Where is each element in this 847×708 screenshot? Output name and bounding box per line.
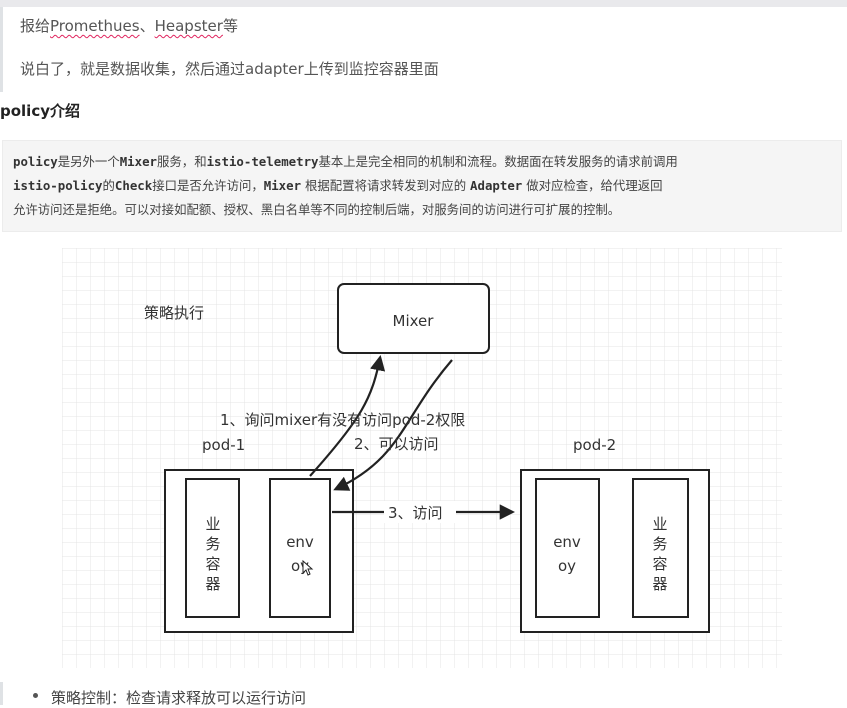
biz-char-3: 容 (652, 555, 667, 573)
bullet-dot (33, 693, 38, 698)
biz-char-1: 业 (205, 515, 220, 533)
envoy-2-line-2: oy (558, 557, 576, 575)
section-heading: policy介绍 (0, 102, 80, 120)
step-3-label-bg (384, 501, 456, 523)
text: 是另外一个 (57, 154, 120, 169)
envoy-2-line-1: env (553, 533, 581, 551)
text: 服务，和 (157, 154, 207, 169)
quote-suffix: 等 (222, 17, 238, 35)
policy-diagram: 策略执行 Mixer pod-1 pod-2 业 务 容 器 env oy en… (62, 248, 782, 668)
quote-line-1: 报给Promethues、Heapster等 (20, 15, 238, 36)
text: 的 (102, 178, 115, 193)
quote-sep: 、 (139, 17, 155, 35)
blockquote-bar (0, 7, 3, 92)
quote-text: 报给 (20, 17, 51, 35)
text: 根据配置将请求转发到对应的 (301, 178, 471, 193)
mixer-label: Mixer (393, 312, 435, 330)
biz-char-2: 务 (205, 535, 220, 553)
code-mixer: Mixer (119, 154, 158, 169)
envoy-1-line-1: env (286, 533, 314, 551)
promethues-word: Promethues (50, 17, 140, 35)
code-mixer: Mixer (263, 178, 302, 193)
biz-char-2: 务 (652, 535, 667, 553)
biz-char-4: 器 (205, 575, 220, 593)
code-policy: policy (13, 154, 58, 169)
pod-2-envoy (535, 478, 600, 618)
arrow-2-allow (333, 359, 453, 491)
pod-1-biz-container (185, 478, 240, 618)
code-istio-telemetry: istio-telemetry (206, 154, 319, 169)
biz-char-3: 容 (205, 555, 220, 573)
pod-2-label: pod-2 (573, 436, 616, 454)
step-1-label: 1、询问mixer有没有访问pod-2权限 (220, 411, 465, 429)
step-2-label: 2、可以访问 (354, 435, 439, 453)
info-line-3: 允许访问还是拒绝。可以对接如配额、授权、黑白名单等不同的控制后端，对服务间的访问… (13, 202, 621, 217)
quote-line-2: 说白了，就是数据收集，然后通过adapter上传到监控容器里面 (20, 60, 439, 78)
top-bar (0, 0, 847, 7)
biz-char-4: 器 (652, 575, 667, 593)
code-adapter: Adapter (470, 178, 523, 193)
biz-char-1: 业 (652, 515, 667, 533)
code-istio-policy: istio-policy (13, 178, 103, 193)
pod-2-biz-container (632, 478, 689, 618)
cursor-icon (302, 559, 314, 576)
text: 接口是否允许访问， (152, 178, 264, 193)
info-line-2: istio-policy的Check接口是否允许访问，Mixer 根据配置将请求… (13, 174, 831, 198)
code-check: Check (114, 178, 153, 193)
text: 做对应检查，给代理返回 (522, 178, 663, 193)
mixer-box (337, 283, 490, 354)
bullet-quote-bar (0, 682, 3, 705)
heapster-word: Heapster (154, 17, 223, 35)
info-line-1: policy是另外一个Mixer服务，和istio-telemetry基本上是完… (13, 150, 831, 174)
step-3-label: 3、访问 (388, 504, 443, 522)
bullet-item: 策略控制：检查请求释放可以运行访问 (51, 689, 307, 707)
pod-1-label: pod-1 (202, 436, 245, 454)
text: 基本上是完全相同的机制和流程。数据面在转发服务的请求前调用 (318, 154, 678, 169)
info-box: policy是另外一个Mixer服务，和istio-telemetry基本上是完… (2, 140, 842, 232)
arrow-1-query (309, 354, 386, 477)
diagram-title: 策略执行 (144, 304, 204, 322)
pod-1-envoy (269, 478, 331, 618)
